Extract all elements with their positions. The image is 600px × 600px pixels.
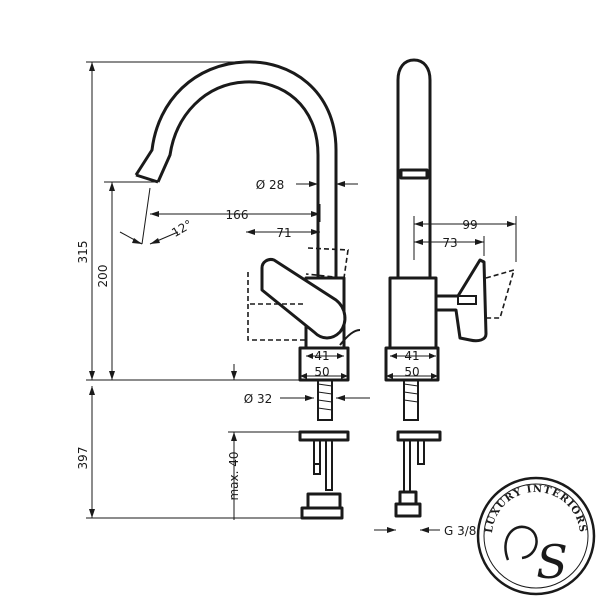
label-side-50: 50 (404, 365, 419, 379)
label-315: 315 (76, 241, 90, 264)
label-71: 71 (276, 226, 291, 240)
label-side-41: 41 (404, 349, 419, 363)
label-12-deg: 12° (169, 217, 194, 240)
label-99: 99 (462, 218, 477, 232)
handle (260, 258, 347, 340)
front-view (134, 60, 361, 520)
side-spout (396, 58, 432, 278)
side-mounting (394, 379, 442, 518)
front-mounting (298, 379, 350, 520)
handle-lever (339, 329, 361, 346)
label-200: 200 (96, 265, 110, 288)
label-max-40: max. 40 (227, 451, 241, 500)
dimension-labels: 315 200 397 max. 40 166 71 12° Ø 28 41 5… (76, 178, 478, 538)
handle-alt-up (305, 247, 349, 279)
label-166: 166 (226, 208, 249, 222)
side-spout-tip (399, 168, 429, 180)
label-73: 73 (442, 236, 457, 250)
label-g38: G 3/8 (444, 524, 476, 538)
label-front-41: 41 (314, 349, 329, 363)
dimension-arrows (89, 62, 516, 533)
side-handle-cap (457, 295, 477, 305)
side-view (384, 58, 516, 518)
label-397: 397 (76, 447, 90, 470)
side-handle-alt (485, 268, 516, 319)
logo-monogram-swirl (504, 525, 538, 561)
label-d32: Ø 32 (244, 392, 273, 406)
spout-outer (134, 60, 338, 278)
spout-inner (156, 80, 320, 278)
spout-tip (135, 173, 159, 184)
handle-alt-down (247, 272, 306, 341)
side-body (388, 276, 438, 350)
label-d28: Ø 28 (256, 178, 285, 192)
label-front-50: 50 (314, 365, 329, 379)
luxury-interiors-logo: LUXURY INTERIORS S (476, 476, 596, 596)
logo-monogram: S (536, 535, 568, 589)
